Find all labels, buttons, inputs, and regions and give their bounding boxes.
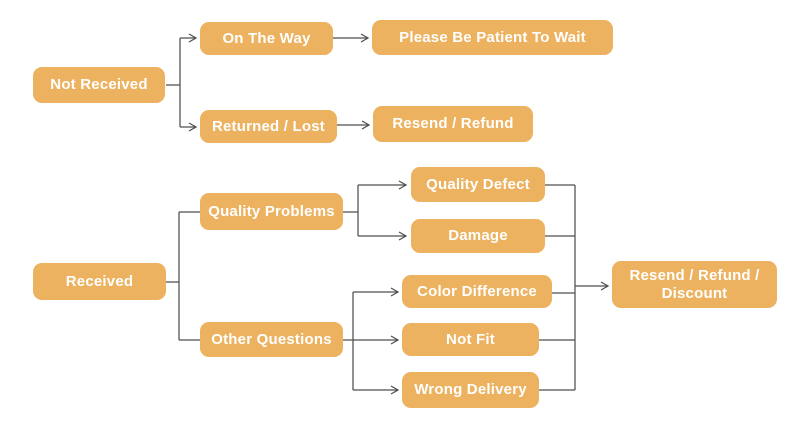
node-resend-refund-discount: Resend / Refund / Discount (612, 261, 777, 308)
node-resend-refund: Resend / Refund (373, 106, 533, 142)
node-wrong-delivery: Wrong Delivery (402, 372, 539, 408)
node-received: Received (33, 263, 166, 300)
node-returned-lost: Returned / Lost (200, 110, 337, 143)
node-damage: Damage (411, 219, 545, 253)
node-quality-problems: Quality Problems (200, 193, 343, 230)
node-quality-defect: Quality Defect (411, 167, 545, 202)
node-please-be-patient: Please Be Patient To Wait (372, 20, 613, 55)
node-on-the-way: On The Way (200, 22, 333, 55)
node-color-difference: Color Difference (402, 275, 552, 308)
node-not-fit: Not Fit (402, 323, 539, 356)
node-other-questions: Other Questions (200, 322, 343, 357)
node-not-received: Not Received (33, 67, 165, 103)
